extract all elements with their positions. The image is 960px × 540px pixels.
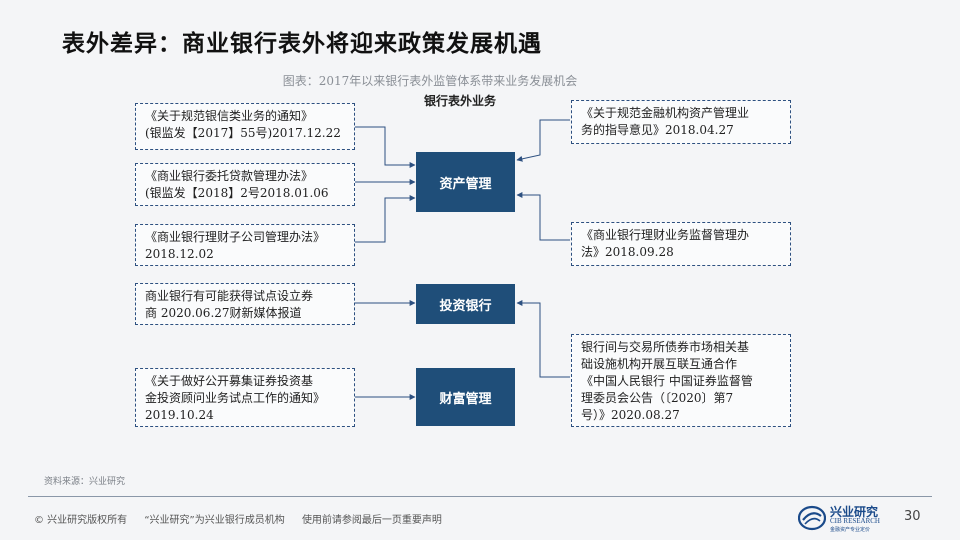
note-line: 《中国人民银行 中国证券监督管	[581, 374, 753, 388]
policy-note-left-4: 商业银行有可能获得试点设立券 商 2020.06.27财新媒体报道	[135, 283, 355, 325]
note-line: 务的指导意见》2018.04.27	[581, 123, 734, 137]
note-line: 金投资顾问业务试点工作的通知》	[145, 391, 326, 405]
policy-note-right-1: 《关于规范金融机构资产管理业 务的指导意见》2018.04.27	[571, 100, 791, 144]
page-number: 30	[904, 509, 921, 524]
logo-name-en: CIB RESEARCH	[830, 517, 880, 525]
logo-mark-icon	[798, 505, 826, 531]
source-note: 资料来源：兴业研究	[44, 477, 126, 487]
hub-asset-management: 资产管理	[416, 152, 515, 212]
arrow-right-1	[516, 119, 570, 162]
arrow-left-1	[355, 126, 416, 168]
note-line: 法》2018.09.28	[581, 245, 674, 259]
note-line: 商业银行有可能获得试点设立券	[145, 289, 314, 303]
note-line: 商 2020.06.27财新媒体报道	[145, 306, 302, 320]
policy-note-right-3: 银行间与交易所债券市场相关基 础设施机构开展互联互通合作 《中国人民银行 中国证…	[571, 334, 791, 427]
policy-note-right-2: 《商业银行理财业务监督管理办 法》2018.09.28	[571, 222, 791, 266]
policy-note-left-1: 《关于规范银信类业务的通知》 (银监发【2017】55号)2017.12.22	[135, 103, 355, 150]
policy-note-left-2: 《商业银行委托贷款管理办法》 (银监发【2018】2号2018.01.06	[135, 163, 355, 206]
footer-copyright: © 兴业研究版权所有	[34, 515, 128, 526]
note-line: 《关于做好公开募集证券投资基	[145, 374, 314, 388]
logo-name-cn: 兴业研究	[830, 505, 879, 519]
note-line: 理委员会公告（〔2020〕第7	[581, 391, 734, 405]
hub-wealth-management: 财富管理	[416, 368, 515, 426]
slide-title: 表外差异：商业银行表外将迎来政策发展机遇	[62, 30, 542, 57]
note-line: 《关于规范金融机构资产管理业	[581, 106, 750, 120]
logo-slogan: 金融资产专业定价	[830, 527, 871, 533]
note-line: 号）》2020.08.27	[581, 408, 680, 422]
note-line: 《商业银行理财子公司管理办法》	[145, 230, 326, 244]
footer-text: © 兴业研究版权所有 “兴业研究”为兴业银行成员机构 使用前请参阅最后一页重要声…	[34, 511, 456, 526]
cib-research-logo: 兴业研究 CIB RESEARCH 金融资产专业定价	[798, 503, 894, 533]
note-line: 《关于规范银信类业务的通知》	[145, 109, 314, 123]
note-line: 《商业银行委托贷款管理办法》	[145, 169, 314, 183]
note-line: (银监发【2017】55号)2017.12.22	[145, 126, 341, 140]
note-line: 《商业银行理财业务监督管理办	[581, 228, 750, 242]
footer-member: “兴业研究”为兴业银行成员机构	[144, 515, 285, 526]
policy-note-left-3: 《商业银行理财子公司管理办法》 2018.12.02	[135, 224, 355, 266]
arrow-right-2	[516, 192, 570, 241]
diagram-heading: 银行表外业务	[423, 94, 496, 108]
arrow-left-3	[355, 195, 416, 243]
arrow-right-3	[516, 300, 570, 378]
note-line: 础设施机构开展互联互通合作	[581, 357, 738, 371]
footer-disclaimer: 使用前请参阅最后一页重要声明	[301, 515, 442, 526]
note-line: (银监发【2018】2号2018.01.06	[145, 186, 329, 200]
footer-divider	[28, 496, 932, 497]
hub-investment-banking: 投资银行	[416, 284, 515, 324]
note-line: 2018.12.02	[145, 247, 214, 261]
note-line: 2019.10.24	[145, 408, 214, 422]
policy-note-left-5: 《关于做好公开募集证券投资基 金投资顾问业务试点工作的通知》 2019.10.2…	[135, 368, 355, 427]
note-line: 银行间与交易所债券市场相关基	[581, 340, 750, 354]
figure-caption: 图表：2017年以来银行表外监管体系带来业务发展机会	[282, 74, 578, 88]
